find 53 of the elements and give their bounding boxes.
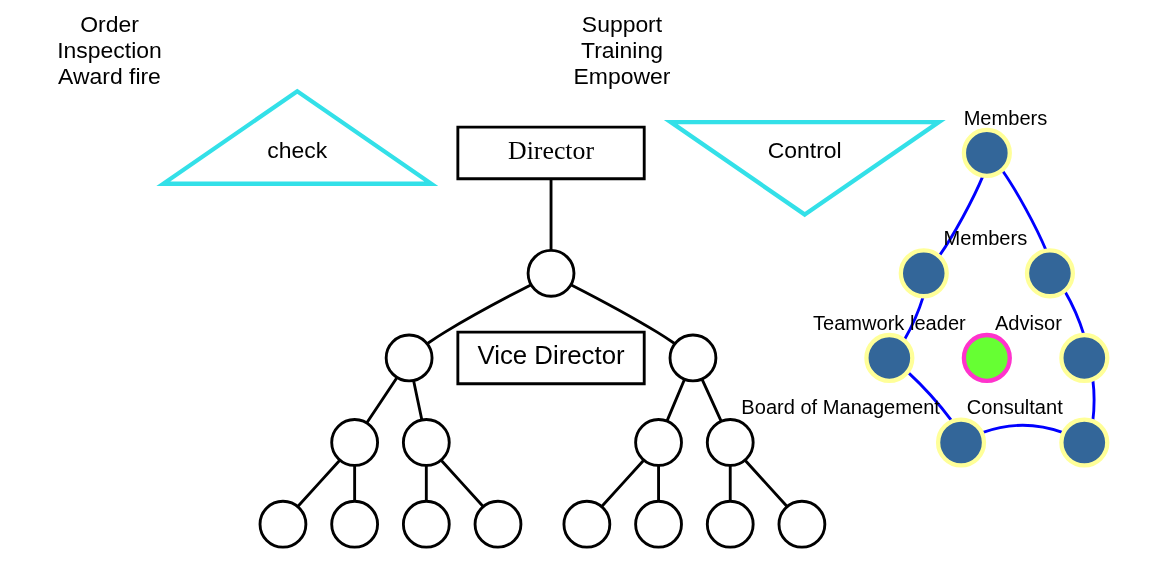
connector: [353, 465, 357, 502]
connector: [440, 459, 485, 508]
connector: [549, 179, 553, 251]
connector: [906, 371, 954, 422]
node-circle: [526, 248, 576, 298]
node-circle: [705, 418, 755, 467]
connector: [412, 380, 424, 420]
connector: [600, 459, 645, 508]
connector: [1001, 169, 1048, 251]
connector: [426, 283, 532, 345]
node-circle: [1059, 417, 1110, 468]
node-label: Support: [581, 11, 663, 38]
connector: [728, 465, 732, 502]
node-circle: [473, 499, 523, 549]
connector: [700, 378, 723, 422]
node-circle: [961, 332, 1012, 383]
connector: [424, 465, 428, 502]
connector: [296, 459, 341, 508]
node-label: Consultant: [966, 396, 1063, 419]
node-label: Advisor: [994, 311, 1062, 334]
node-circle: [384, 333, 434, 383]
node-circle: [777, 499, 827, 549]
connector: [570, 283, 676, 345]
node-label: Board of Management: [741, 396, 940, 419]
connector: [657, 465, 660, 502]
node-label: Award fire: [58, 62, 161, 89]
connector: [365, 376, 399, 424]
node-circle: [562, 499, 612, 549]
node-circle: [330, 418, 379, 467]
node-circle: [1059, 332, 1110, 383]
node-label: Empower: [573, 62, 671, 89]
connector: [744, 459, 789, 508]
node-circle: [634, 418, 683, 467]
node-circle: [668, 333, 718, 383]
node-circle: [898, 248, 949, 299]
node-circle: [961, 127, 1012, 178]
node-circle: [258, 499, 308, 549]
connector: [665, 379, 686, 422]
node-circle: [1024, 248, 1075, 299]
node-label: Members: [963, 106, 1048, 129]
node-circle: [330, 499, 379, 549]
node-circle: [864, 332, 915, 383]
node-box: Vice Director: [456, 330, 646, 386]
connector: [981, 423, 1064, 435]
node-circle: [705, 499, 755, 549]
node-label: Inspection: [57, 37, 162, 64]
node-circle: [401, 418, 451, 467]
node-circle: [935, 417, 987, 468]
node-circle: [401, 499, 451, 549]
node-box: Director: [456, 125, 646, 181]
node-circle: [634, 499, 683, 549]
node-label: Order: [80, 11, 139, 38]
node-label: Training: [581, 37, 663, 64]
